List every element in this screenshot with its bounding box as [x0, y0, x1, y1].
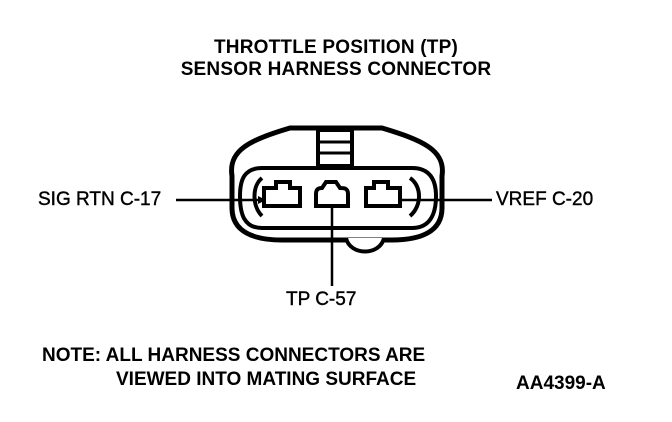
terminal-center [314, 180, 350, 208]
diagram-title-line2: SENSOR HARNESS CONNECTOR [180, 59, 492, 80]
pin-label-vref: VREF C-20 [496, 189, 594, 210]
left-key-arc [252, 176, 264, 218]
note-line1: NOTE: ALL HARNESS CONNECTORS ARE [42, 345, 426, 366]
note-line2: VIEWED INTO MATING SURFACE [116, 369, 417, 390]
right-key-arc [408, 176, 421, 218]
terminal-right [364, 180, 402, 208]
connector-bottom-bump [344, 237, 386, 254]
pin-label-tp: TP C-57 [286, 289, 357, 310]
terminal-left [262, 180, 302, 208]
connector-latch [316, 128, 354, 168]
figure-id: AA4399-A [516, 373, 606, 394]
pin-label-sig-rtn: SIG RTN C-17 [38, 189, 162, 210]
diagram-title-line1: THROTTLE POSITION (TP) [214, 37, 458, 58]
